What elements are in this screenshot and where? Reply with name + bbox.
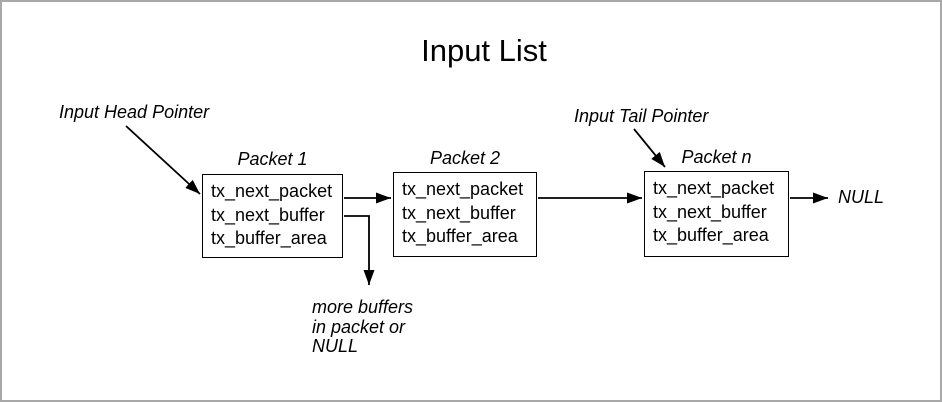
packet-2-field-tx-next-buffer: tx_next_buffer (402, 202, 516, 223)
more-buffers-line-2: in packet or (312, 316, 406, 337)
more-buffers-line-3: NULL (312, 336, 359, 356)
packet-1-field-tx-buffer-area: tx_buffer_area (211, 228, 327, 248)
packet-2-field-tx-next-packet: tx_next_packet (402, 179, 524, 199)
page-title: Input List (421, 33, 547, 68)
packet-n-field-tx-next-packet: tx_next_packet (653, 178, 775, 198)
packet-n-box: tx_next_packet tx_next_buffer tx_buffer_… (644, 171, 789, 257)
head-pointer-arrow (125, 125, 201, 195)
null-terminator-label: NULL (838, 187, 885, 207)
more-buffers-line-1: more buffers (312, 297, 414, 317)
packet-1-field-tx-next-packet: tx_next_packet (211, 181, 333, 201)
input-head-pointer-label: Input Head Pointer (59, 102, 210, 122)
packet-n-field-tx-buffer-area: tx_buffer_area (653, 225, 769, 245)
packet-n-field-tx-next-buffer: tx_next_buffer (653, 201, 767, 222)
packet-n-label: Packet n (681, 147, 752, 167)
more-buffers-annotation: more buffers in packet or NULL (312, 297, 414, 357)
packet-2-label: Packet 2 (429, 148, 501, 168)
packet-1-label: Packet 1 (237, 149, 308, 169)
packet-1-field-tx-next-buffer: tx_next_buffer (211, 204, 325, 225)
packet-1-box: tx_next_packet tx_next_buffer tx_buffer_… (202, 174, 343, 258)
packet-2-field-tx-buffer-area: tx_buffer_area (402, 226, 518, 246)
packet-2-box: tx_next_packet tx_next_buffer tx_buffer_… (393, 172, 537, 257)
input-tail-pointer-label: Input Tail Pointer (574, 106, 709, 126)
packet1-buffer-branch-arrow (344, 215, 375, 285)
